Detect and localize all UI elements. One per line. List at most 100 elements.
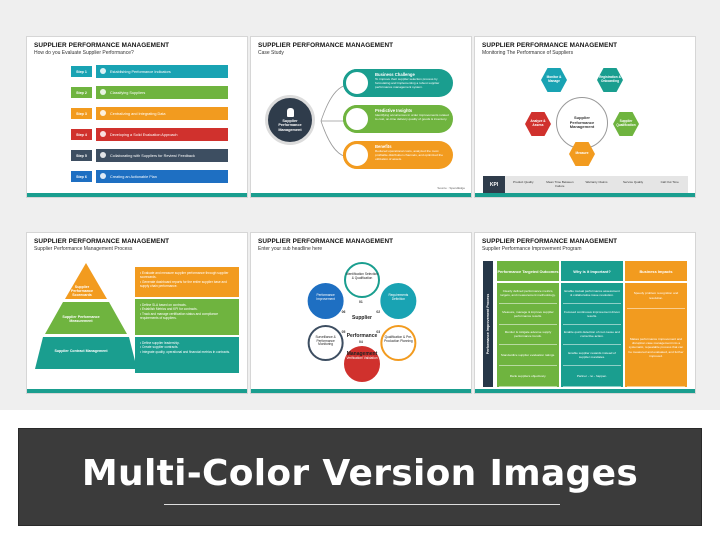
pyramid-bottom [35, 337, 137, 369]
banner: Multi-Color Version Images [18, 428, 702, 526]
step-text: Collaborating with Suppliers for Review/… [110, 153, 195, 158]
slide-thumbnail-5[interactable]: SUPPLIER PERFORMANCE MANAGEMENT Enter yo… [250, 232, 472, 394]
table-cell: Rank suppliers objectively. [499, 366, 557, 387]
stage-node [380, 325, 417, 361]
step-tag: Step 6 [71, 171, 92, 182]
slide-subtitle: Monitoring The Performance of Suppliers [482, 50, 574, 56]
detail-point: • Create supplier contracts. [140, 345, 179, 350]
row-heading: Predictive Insights [375, 108, 413, 113]
row-icon-circle [343, 141, 371, 169]
accent-bar [251, 389, 471, 393]
center-label-box: Supplier Performance Management [337, 306, 387, 360]
pyramid-detail-box: • Define SLA based on contracts.• Establ… [135, 299, 239, 335]
slide-title: SUPPLIER PERFORMANCE MANAGEMENT [258, 238, 394, 245]
stage-node [307, 283, 344, 319]
stage-node [380, 283, 417, 319]
step-tag: Step 4 [71, 129, 92, 140]
hexagon-node: Registration & Onboarding [597, 68, 623, 92]
detail-point: • Establish Metrics and KPI for contract… [140, 307, 198, 312]
kpi-item: Mean Time Between Failure [546, 180, 574, 188]
step-text: Centralizing and Integrating Data [110, 111, 166, 116]
row-heading: Benefits [375, 144, 392, 149]
table-cell: Enable mutual performance assessment & c… [563, 283, 621, 304]
slide-title: SUPPLIER PERFORMANCE MANAGEMENT [258, 42, 394, 49]
slide-subtitle: Case Study [258, 50, 284, 56]
accent-bar [27, 389, 247, 393]
stage-number: 01 [359, 300, 363, 304]
step-band: Developing a Solid Evaluation Approach [96, 128, 228, 141]
stage-node [344, 262, 380, 298]
row-icon-circle [343, 69, 371, 97]
detail-point: • Evaluate and measure supplier performa… [140, 271, 229, 280]
step-icon [100, 110, 106, 116]
stage-number: 04 [359, 340, 363, 344]
step-tag: Step 2 [71, 87, 92, 98]
slide-thumbnail-4[interactable]: SUPPLIER PERFORMANCE MANAGEMENT Supplier… [26, 232, 248, 394]
pyramid-level-label: Supplier Performance Scorecards [71, 285, 93, 298]
stage-label: Identification Selection & Qualification [346, 272, 378, 280]
pyramid-detail-box: • Evaluate and measure supplier performa… [135, 267, 239, 297]
detail-point: • Define supplier leadership. [140, 341, 180, 345]
step-band: Establishing Performance Indicators [96, 65, 228, 78]
step-band: Collaborating with Suppliers for Review/… [96, 149, 228, 162]
step-tag: Step 3 [71, 108, 92, 119]
slide-subtitle: Enter your sub headline here [258, 246, 323, 252]
step-band: Classifying Suppliers [96, 86, 228, 99]
side-label-bar: Performance Improvement Process [483, 261, 493, 387]
kpi-item: Service Quality [622, 180, 644, 185]
banner-title: Multi-Color Version Images [81, 453, 639, 494]
stage-number: 05 [341, 330, 346, 334]
table-cell: Focused continuous improvement driven re… [563, 304, 621, 325]
table-cell: Partner - no - happen. [563, 366, 621, 387]
accent-bar [475, 193, 695, 197]
step-text: Creating an Actionable Plan [110, 174, 157, 179]
accent-bar [475, 389, 695, 393]
accent-bar [27, 193, 247, 197]
slide-thumbnail-6[interactable]: SUPPLIER PERFORMANCE MANAGEMENT Supplier… [474, 232, 696, 394]
step-tag: Step 1 [71, 66, 92, 77]
stage-node [307, 325, 344, 361]
hexagon-node: Monitor & Manage [541, 68, 567, 92]
hexagon-node: Measure [569, 142, 595, 166]
table-cell: Enable quick detection of root cause and… [563, 325, 621, 346]
table-column: Enable mutual performance assessment & c… [561, 283, 623, 387]
slide-thumbnail-2[interactable]: SUPPLIER PERFORMANCE MANAGEMENT Case Stu… [250, 36, 472, 198]
pyramid-middle [45, 302, 127, 334]
pyramid-level-label: Supplier Contract Management [54, 349, 108, 353]
stage-label: Surveillance & Performance Monitoring [315, 335, 336, 347]
row-heading: Business Challenge [375, 72, 415, 77]
step-icon [100, 68, 106, 74]
table-header: Performance Targeted Outcomes [497, 261, 559, 281]
stage-number: 06 [341, 310, 346, 314]
slide-title: SUPPLIER PERFORMANCE MANAGEMENT [34, 238, 170, 245]
table-header: Why is it Important? [561, 261, 623, 281]
table-column: Clearly defined performance metrics, tar… [497, 283, 559, 387]
person-icon [286, 107, 294, 117]
slide-thumbnail-1[interactable]: SUPPLIER PERFORMANCE MANAGEMENT How do y… [26, 36, 248, 198]
step-icon [100, 152, 106, 158]
step-tag: Step 5 [71, 150, 92, 161]
stage-node [344, 346, 380, 382]
center-label: Supplier Performance Management [569, 115, 595, 130]
slide-title: SUPPLIER PERFORMANCE MANAGEMENT [482, 42, 618, 49]
hexagon-node: Analyze & Assess [525, 112, 551, 136]
stage-label: Requirements Definition [388, 293, 409, 301]
step-text: Classifying Suppliers [110, 90, 146, 95]
center-label: Supplier Performance Management [346, 315, 378, 357]
pyramid-top [65, 263, 107, 299]
detail-point: • Define SLA based on contracts. [140, 303, 187, 307]
slide-subtitle: How do you Evaluate Supplier Performance… [34, 50, 134, 56]
slide-thumbnail-3[interactable]: SUPPLIER PERFORMANCE MANAGEMENT Monitori… [474, 36, 696, 198]
row-icon-circle [343, 105, 371, 133]
table-cell: Standardize supplier evaluation ratings. [499, 345, 557, 367]
process-ring [307, 262, 417, 382]
pyramid-level-label: Supplier Performance Measurement [62, 315, 100, 324]
step-text: Developing a Solid Evaluation Approach [110, 132, 178, 137]
stage-number: 03 [376, 330, 381, 334]
detail-point: • Integrate quality, operational and fin… [140, 349, 230, 354]
kpi-item: Call Out Time [660, 180, 679, 185]
